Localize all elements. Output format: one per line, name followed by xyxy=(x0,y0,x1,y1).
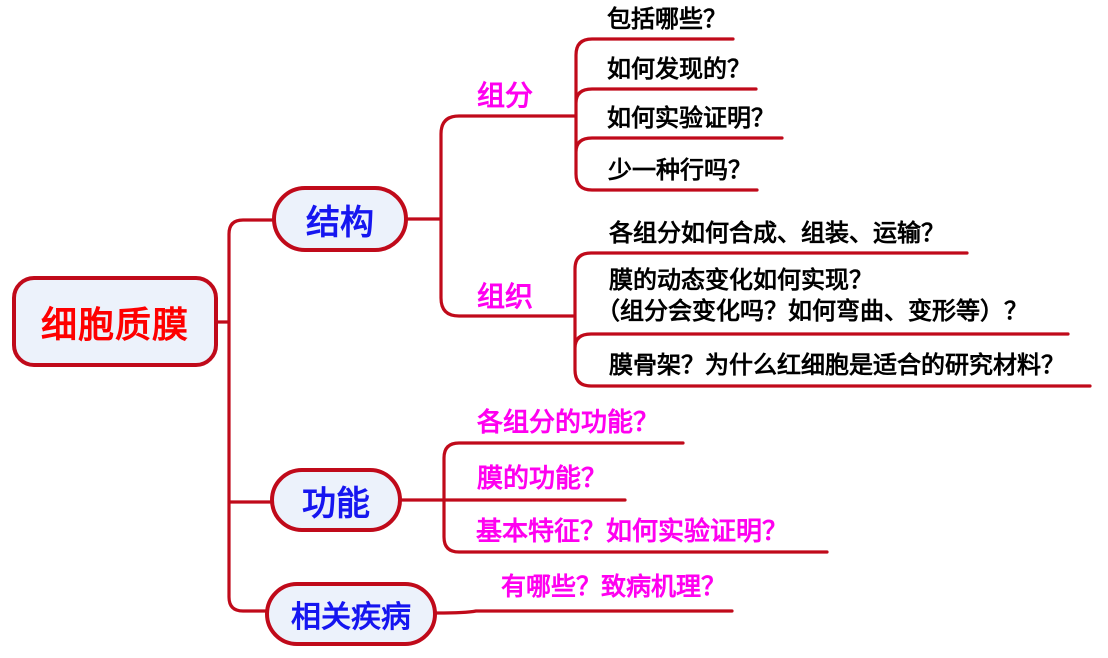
trunk-component xyxy=(574,37,784,192)
branch-function-label: 功能 xyxy=(302,484,370,523)
root-node-cell-membrane[interactable]: 细胞质膜 xyxy=(12,276,218,367)
leaf-question-organization-1[interactable]: 各组分如何合成、组装、运输？ xyxy=(609,220,945,247)
sub-label-organization[interactable]: 组织 xyxy=(477,281,534,312)
leaf-question-organization-3[interactable]: 膜骨架？为什么红细胞是适合的研究材料？ xyxy=(609,352,1065,379)
trunk-function xyxy=(400,441,829,554)
leaf-question-component-4[interactable]: 少一种行吗？ xyxy=(608,157,752,184)
leaf-question-component-1[interactable]: 包括哪些？ xyxy=(607,6,727,33)
trunk-main xyxy=(216,218,275,613)
leaf-question-organization-2b[interactable]: （组分会变化吗？如何弯曲、变形等）？ xyxy=(596,298,1028,325)
root-label: 细胞质膜 xyxy=(40,303,189,345)
trunk-structure xyxy=(406,114,577,318)
branch-node-disease[interactable]: 相关疾病 xyxy=(265,582,437,646)
leaf-question-organization-2a[interactable]: 膜的动态变化如何实现？ xyxy=(609,267,873,294)
leaf-question-component-2[interactable]: 如何发现的？ xyxy=(607,56,751,83)
leaf-question-component-3[interactable]: 如何实验证明？ xyxy=(607,105,775,132)
branch-node-function[interactable]: 功能 xyxy=(270,468,402,532)
trunk-organization xyxy=(573,251,1092,388)
branch-node-structure[interactable]: 结构 xyxy=(272,186,408,252)
leaf-question-disease-1[interactable]: 有哪些？致病机理？ xyxy=(501,573,727,601)
trunk-disease xyxy=(435,609,734,615)
leaf-question-function-1[interactable]: 各组分的功能？ xyxy=(477,407,660,437)
leaf-question-function-2[interactable]: 膜的功能？ xyxy=(477,463,608,493)
branch-disease-label: 相关疾病 xyxy=(291,601,411,634)
sub-label-component[interactable]: 组分 xyxy=(477,80,534,111)
leaf-question-function-3[interactable]: 基本特征？如何实验证明？ xyxy=(476,516,789,546)
branch-structure-label: 结构 xyxy=(306,203,374,242)
